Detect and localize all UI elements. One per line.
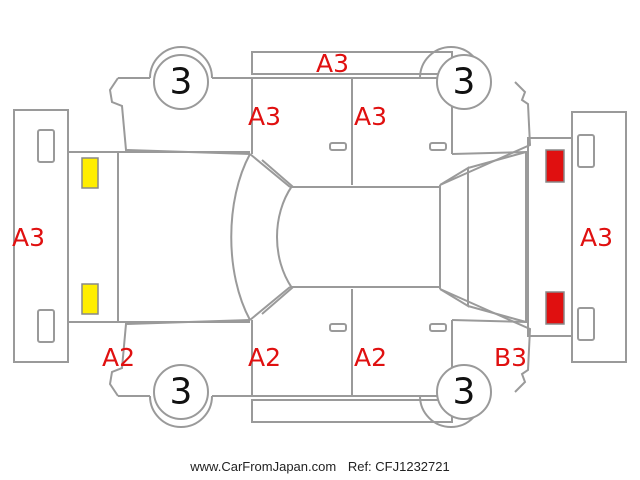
headlight-left (81, 157, 99, 189)
tire-front-left-outline (149, 46, 213, 79)
top-sill (251, 51, 453, 75)
bottom-sill (251, 399, 453, 423)
tire-rear-left (436, 54, 492, 110)
tire-rear-right-condition: 3 (453, 372, 476, 413)
tire-front-right-outline (149, 395, 213, 428)
car-body-top-view (68, 137, 573, 337)
bottom-side-panels (108, 288, 532, 397)
damage-code-rear-door-top: A3 (354, 102, 387, 131)
damage-code-roof-side-top: A3 (316, 49, 349, 78)
damage-code-rear-quarter-bottom: B3 (494, 343, 527, 372)
damage-code-front-fender-bottom: A2 (102, 343, 135, 372)
damage-code-front-bumper: A3 (12, 223, 45, 252)
website-text: www.CarFromJapan.com (190, 459, 337, 474)
tire-front-right-condition: 3 (170, 372, 193, 413)
tire-front-left-condition: 3 (170, 62, 193, 103)
taillight-right (545, 291, 565, 325)
tire-rear-right (436, 364, 492, 420)
front-bumper (13, 109, 69, 363)
damage-code-rear-door-bottom: A2 (354, 343, 387, 372)
damage-code-front-door-bottom: A2 (248, 343, 281, 372)
tire-front-left (153, 54, 209, 110)
tire-rear-left-condition: 3 (453, 62, 476, 103)
watermark-footer: www.CarFromJapan.com Ref: CFJ1232721 (0, 459, 640, 474)
taillight-left (545, 149, 565, 183)
tire-front-right (153, 364, 209, 420)
headlight-right (81, 283, 99, 315)
damage-code-front-door-top: A3 (248, 102, 281, 131)
reference-text: Ref: CFJ1232721 (347, 459, 450, 474)
damage-code-rear-bumper: A3 (580, 223, 613, 252)
